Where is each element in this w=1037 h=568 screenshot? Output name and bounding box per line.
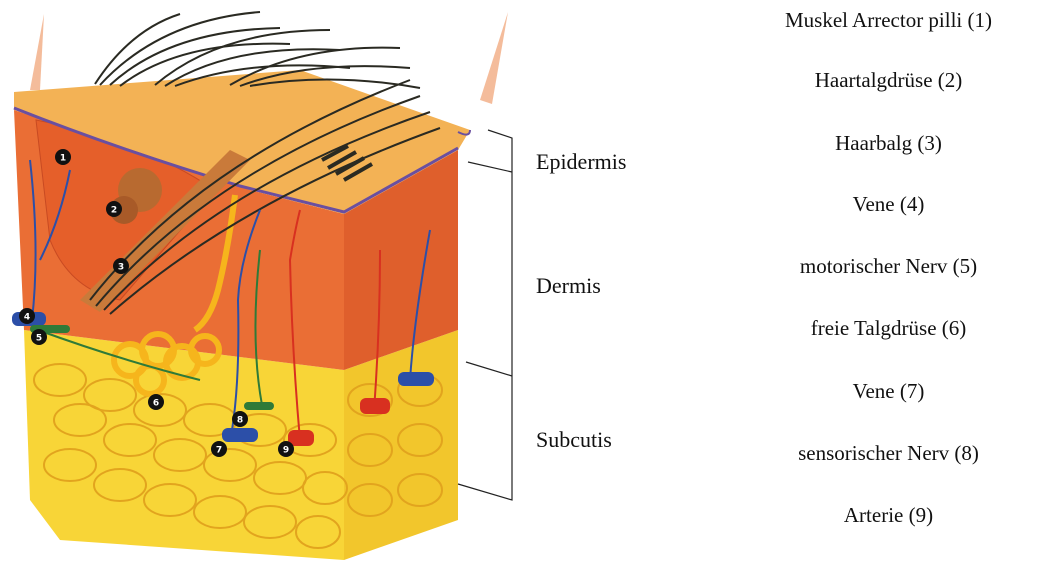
legend-item-8: sensorischer Nerv (8) [740, 443, 1037, 464]
nerve-tube-front [244, 402, 274, 410]
top-right-strand [480, 12, 508, 104]
top-left-strand [30, 14, 44, 90]
marker-8: 8 [232, 411, 248, 427]
marker-5: 5 [31, 329, 47, 345]
layer-brackets [458, 130, 512, 500]
marker-4: 4 [19, 308, 35, 324]
marker-6: 6 [148, 394, 164, 410]
legend-item-1: Muskel Arrector pilli (1) [740, 10, 1037, 31]
marker-3-text: 3 [118, 263, 124, 273]
legend-item-6: freie Talgdrüse (6) [740, 318, 1037, 339]
marker-1: 1 [55, 149, 71, 165]
legend-item-5: motorischer Nerv (5) [740, 256, 1037, 277]
marker-3: 3 [113, 258, 129, 274]
marker-4-text: 4 [24, 313, 30, 323]
marker-9: 9 [278, 441, 294, 457]
marker-9-text: 9 [283, 446, 289, 456]
legend-item-4: Vene (4) [740, 194, 1037, 215]
marker-8-text: 8 [237, 416, 243, 426]
vein-tube-side [398, 372, 434, 386]
marker-2: 2 [106, 201, 122, 217]
vein-tube-front [222, 428, 258, 442]
marker-1-text: 1 [60, 154, 66, 164]
marker-7: 7 [211, 441, 227, 457]
legend-item-7: Vene (7) [740, 381, 1037, 402]
subcutis-label: Subcutis [536, 429, 612, 451]
dermis-label: Dermis [536, 275, 601, 297]
legend-item-3: Haarbalg (3) [740, 133, 1037, 154]
epidermis-label: Epidermis [536, 151, 626, 173]
marker-2-text: 2 [111, 206, 117, 216]
marker-7-text: 7 [216, 446, 222, 456]
marker-5-text: 5 [36, 334, 42, 344]
skin-cross-section-illustration: 1 2 3 4 5 6 7 8 9 [0, 0, 520, 568]
artery-tube-side [360, 398, 390, 414]
legend-item-2: Haartalgdrüse (2) [740, 70, 1037, 91]
legend-item-9: Arterie (9) [740, 505, 1037, 526]
marker-6-text: 6 [153, 399, 159, 409]
legend: Muskel Arrector pilli (1) Haartalgdrüse … [740, 0, 1037, 568]
